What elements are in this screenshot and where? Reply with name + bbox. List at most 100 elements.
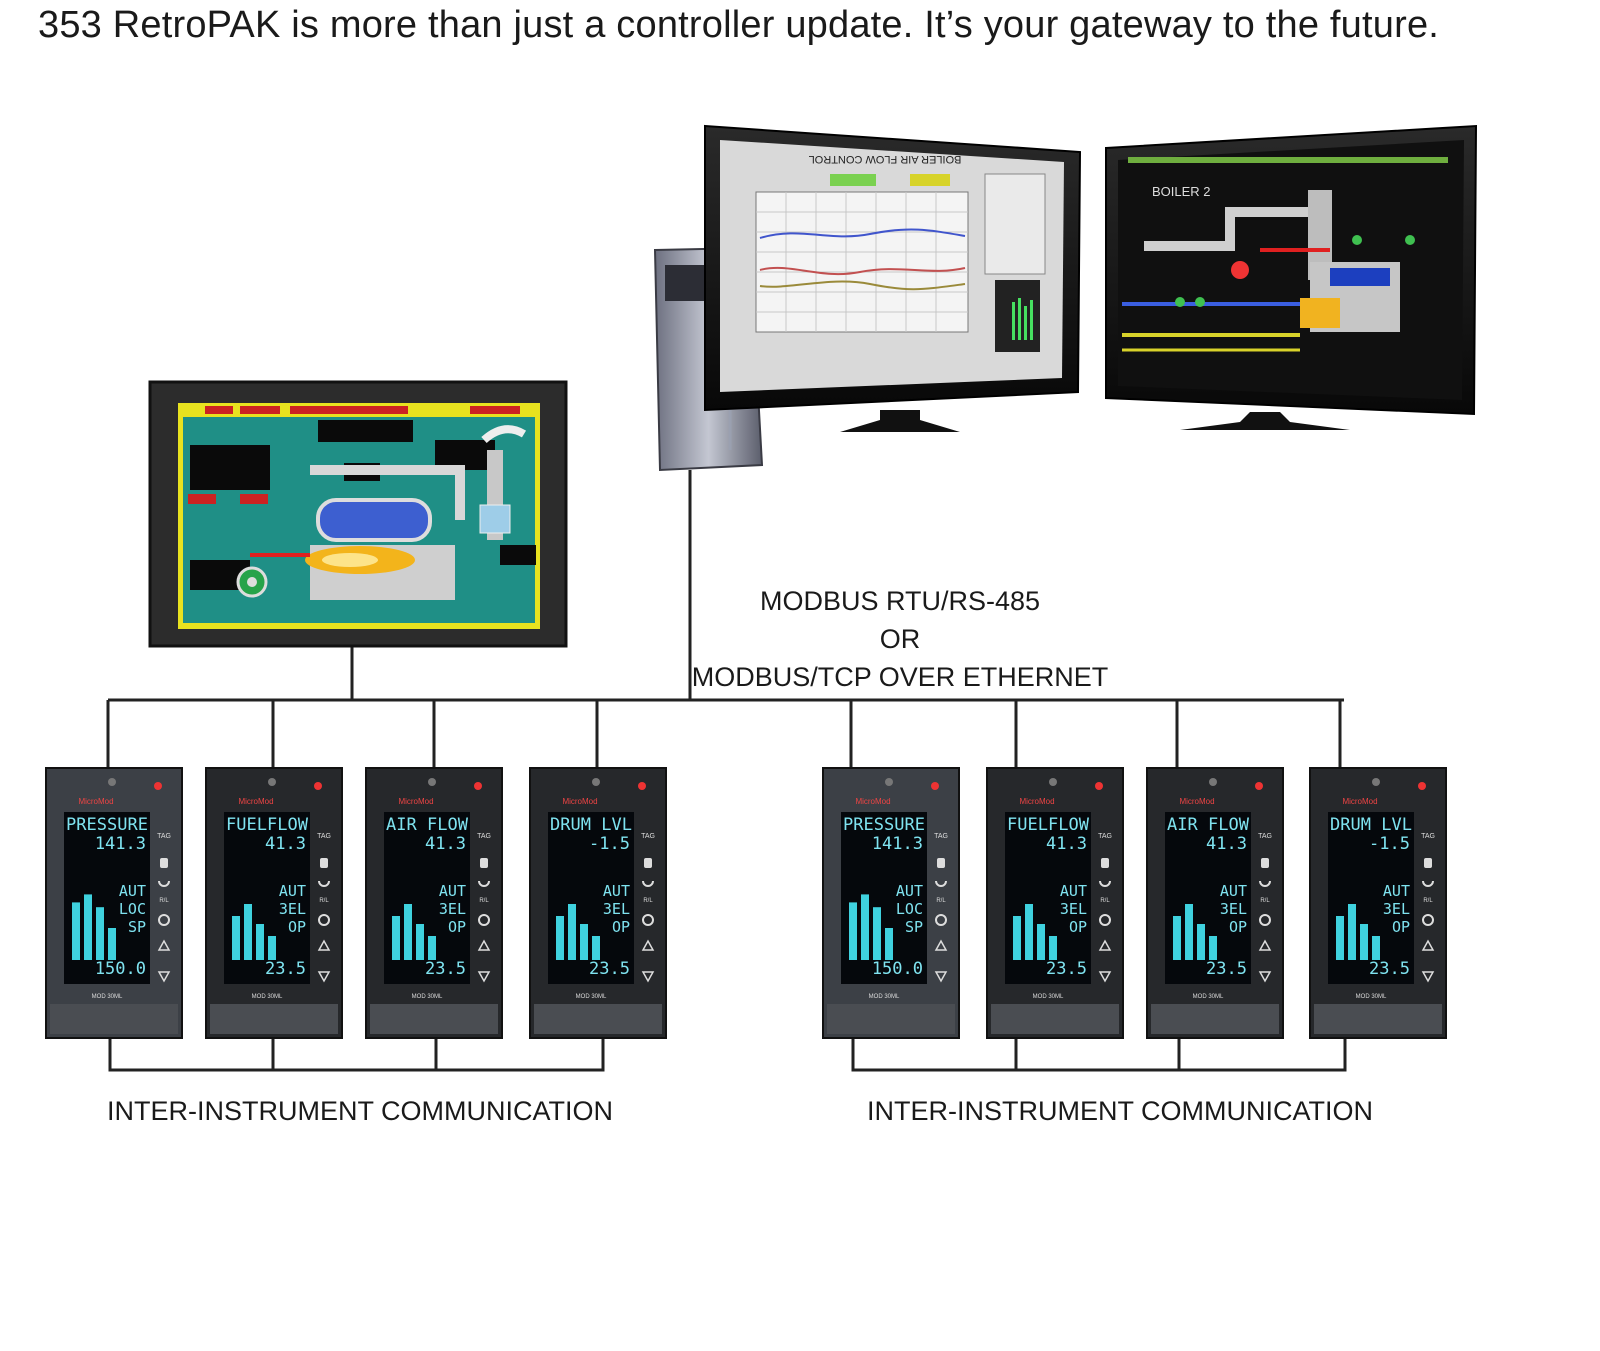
down-arrow-icon[interactable] <box>157 971 171 983</box>
mode-icon[interactable] <box>1259 880 1271 887</box>
lcd-output-value: 23.5 <box>1369 959 1410 979</box>
model-label: MOD 30ML <box>1193 994 1224 1000</box>
up-arrow-icon[interactable] <box>641 939 655 951</box>
mode-icon[interactable] <box>1099 880 1111 887</box>
lcd-mode-3: OP <box>1392 918 1410 936</box>
hand-icon[interactable] <box>644 858 652 868</box>
cycle-icon[interactable] <box>642 914 654 926</box>
down-arrow-icon[interactable] <box>317 971 331 983</box>
up-arrow-icon[interactable] <box>477 939 491 951</box>
lcd-tag: AIR FLOW <box>386 815 469 835</box>
lcd-process-value: 141.3 <box>95 834 146 854</box>
tag-button[interactable]: TAG <box>477 833 491 840</box>
brand-logo: MicroMod <box>1342 797 1377 806</box>
tag-button[interactable]: TAG <box>1098 833 1112 840</box>
lcd-mode-3: OP <box>288 918 306 936</box>
down-arrow-icon[interactable] <box>477 971 491 983</box>
mode-icon[interactable] <box>158 880 170 887</box>
remote-local-button[interactable]: R/L <box>1260 898 1270 904</box>
model-label: MOD 30ML <box>1356 994 1387 1000</box>
hmi-touch-panel <box>148 380 568 648</box>
mode-icon[interactable] <box>642 880 654 887</box>
lcd-tag: PRESSURE <box>66 815 148 835</box>
alarm-led-icon <box>1095 782 1103 790</box>
network-protocol-label: MODBUS RTU/RS-485 OR MODBUS/TCP OVER ETH… <box>690 582 1110 696</box>
mode-icon[interactable] <box>935 880 947 887</box>
cycle-icon[interactable] <box>158 914 170 926</box>
tag-button[interactable]: TAG <box>641 833 655 840</box>
down-arrow-icon[interactable] <box>1098 971 1112 983</box>
mode-icon[interactable] <box>478 880 490 887</box>
hand-icon[interactable] <box>320 858 328 868</box>
up-arrow-icon[interactable] <box>1098 939 1112 951</box>
cycle-icon[interactable] <box>1099 914 1111 926</box>
lcd-bargraph-bar <box>72 902 80 960</box>
tag-button[interactable]: TAG <box>1421 833 1435 840</box>
lcd-bargraph-bar <box>849 902 857 960</box>
cycle-icon[interactable] <box>1259 914 1271 926</box>
down-arrow-icon[interactable] <box>1258 971 1272 983</box>
lcd-bargraph-bar <box>1049 936 1057 960</box>
mode-icon[interactable] <box>318 880 330 887</box>
lcd-mode-2: 3EL <box>1060 900 1087 918</box>
cycle-icon[interactable] <box>1422 914 1434 926</box>
trend-monitor: BOILER AIR FLOW CONTROL <box>704 124 1082 432</box>
lcd-tag: PRESSURE <box>843 815 925 835</box>
tag-button[interactable]: TAG <box>1258 833 1272 840</box>
up-arrow-icon[interactable] <box>934 939 948 951</box>
remote-local-button[interactable]: R/L <box>936 898 946 904</box>
cycle-icon[interactable] <box>935 914 947 926</box>
lcd-bargraph-bar <box>1336 916 1344 960</box>
remote-local-button[interactable]: R/L <box>319 898 329 904</box>
remote-local-button[interactable]: R/L <box>479 898 489 904</box>
up-arrow-icon[interactable] <box>1258 939 1272 951</box>
hand-icon[interactable] <box>480 858 488 868</box>
down-arrow-icon[interactable] <box>641 971 655 983</box>
remote-local-button[interactable]: R/L <box>1423 898 1433 904</box>
hand-icon[interactable] <box>1424 858 1432 868</box>
lcd-bargraph-bar <box>84 894 92 960</box>
up-arrow-icon[interactable] <box>1421 939 1435 951</box>
bottom-label-strip <box>1151 1004 1279 1034</box>
brand-logo: MicroMod <box>238 797 273 806</box>
up-arrow-icon[interactable] <box>317 939 331 951</box>
brand-logo: MicroMod <box>562 797 597 806</box>
lcd-bargraph-bar <box>108 928 116 960</box>
lcd-process-value: 41.3 <box>1046 834 1087 854</box>
model-label: MOD 30ML <box>252 994 283 1000</box>
cycle-icon[interactable] <box>478 914 490 926</box>
lcd-bargraph-bar <box>1185 904 1193 960</box>
trend-monitor-title: BOILER AIR FLOW CONTROL <box>809 153 962 165</box>
down-arrow-icon[interactable] <box>1421 971 1435 983</box>
hand-icon[interactable] <box>1261 858 1269 868</box>
lcd-mode-2: 3EL <box>279 900 306 918</box>
mode-icon[interactable] <box>1422 880 1434 887</box>
model-label: MOD 30ML <box>412 994 443 1000</box>
remote-local-button[interactable]: R/L <box>159 898 169 904</box>
lcd-process-value: -1.5 <box>1369 834 1410 854</box>
lcd-mode-1: AUT <box>1383 882 1410 900</box>
cycle-icon[interactable] <box>318 914 330 926</box>
network-protocol-line-1: MODBUS RTU/RS-485 <box>759 586 1041 616</box>
hand-icon[interactable] <box>1101 858 1109 868</box>
hand-icon[interactable] <box>937 858 945 868</box>
down-arrow-icon[interactable] <box>934 971 948 983</box>
mount-screw-icon <box>108 778 116 786</box>
remote-local-button[interactable]: R/L <box>643 898 653 904</box>
lcd-output-value: 23.5 <box>425 959 466 979</box>
lcd-mode-2: LOC <box>896 900 923 918</box>
tag-button[interactable]: TAG <box>934 833 948 840</box>
bottom-label-strip <box>50 1004 178 1034</box>
tag-button[interactable]: TAG <box>157 833 171 840</box>
lcd-output-value: 150.0 <box>95 959 146 979</box>
alarm-led-icon <box>1418 782 1426 790</box>
tag-button[interactable]: TAG <box>317 833 331 840</box>
lcd-bargraph-bar <box>861 894 869 960</box>
lcd-bargraph-bar <box>244 904 252 960</box>
hand-icon[interactable] <box>160 858 168 868</box>
up-arrow-icon[interactable] <box>157 939 171 951</box>
remote-local-button[interactable]: R/L <box>1100 898 1110 904</box>
